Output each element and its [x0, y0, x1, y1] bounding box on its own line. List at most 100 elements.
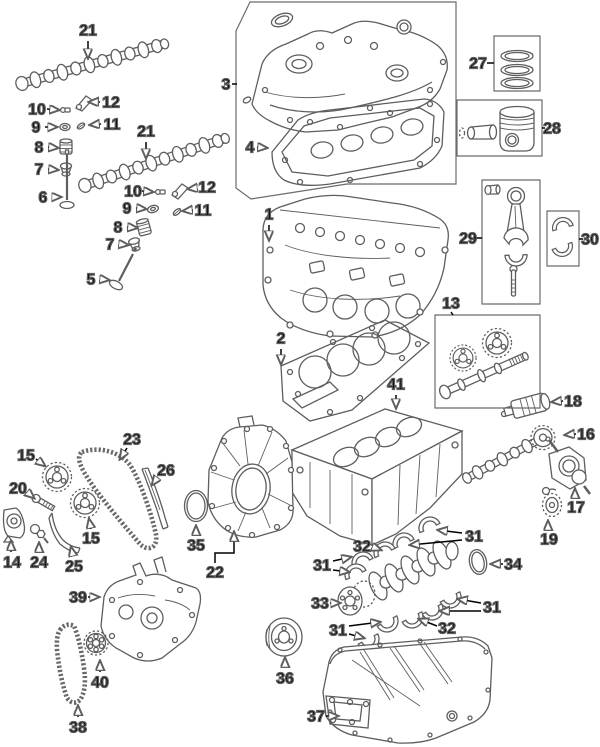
- callout-13-21[interactable]: 13: [441, 295, 460, 313]
- callout-leader-15: [36, 459, 45, 466]
- callout-9-3[interactable]: 9: [31, 119, 41, 137]
- callout-leader-9: [136, 208, 146, 209]
- callout-leader-12: [188, 188, 197, 189]
- callout-7-6[interactable]: 7: [34, 161, 44, 179]
- callout-leader-32: [373, 547, 381, 550]
- callout-33-44[interactable]: 33: [310, 595, 329, 613]
- callout-15-31[interactable]: 15: [16, 447, 35, 465]
- tensioner-bolt-drawing: [29, 523, 49, 544]
- callout-leader-15: [89, 519, 91, 529]
- callout-leader-4: [257, 147, 267, 148]
- callout-leader-10: [46, 109, 59, 110]
- callout-34-45[interactable]: 34: [503, 556, 522, 574]
- callout-19-29[interactable]: 19: [539, 531, 558, 549]
- callout-38-42[interactable]: 38: [68, 719, 87, 737]
- callout-22-39[interactable]: 22: [205, 564, 224, 582]
- callout-32-50[interactable]: 32: [437, 620, 456, 638]
- vanos-gear-intake-drawing: [41, 461, 73, 493]
- callout-leader-7: [119, 244, 128, 245]
- callout-7-14[interactable]: 7: [105, 236, 115, 254]
- callout-12-10[interactable]: 12: [197, 179, 216, 197]
- callout-39-40[interactable]: 39: [68, 589, 87, 607]
- callout-40-41[interactable]: 40: [90, 674, 109, 692]
- callout-15-33[interactable]: 15: [81, 530, 100, 548]
- callout-37-52[interactable]: 37: [306, 708, 325, 726]
- callout-1-18[interactable]: 1: [264, 206, 274, 224]
- callout-23-30[interactable]: 23: [122, 431, 141, 449]
- callout-leader-31: [458, 599, 482, 603]
- callout-2-19[interactable]: 2: [276, 330, 286, 348]
- valve-cover-drawing: [242, 12, 448, 133]
- callout-21-8[interactable]: 21: [136, 123, 155, 141]
- callout-12-2[interactable]: 12: [101, 94, 120, 112]
- callout-31-51[interactable]: 31: [328, 622, 347, 640]
- callout-21-0[interactable]: 21: [78, 22, 97, 40]
- vanos-solenoid-drawing: [500, 392, 551, 419]
- callout-35-38[interactable]: 35: [186, 537, 205, 555]
- callout-41-20[interactable]: 41: [386, 376, 405, 394]
- oil-pump-chain-drawing: [54, 622, 88, 705]
- callout-leader-31: [438, 530, 463, 533]
- valve-train-set2-drawing: [108, 183, 189, 291]
- callout-27-22[interactable]: 27: [468, 55, 487, 73]
- callout-32-46[interactable]: 32: [352, 538, 371, 556]
- callout-25-37[interactable]: 25: [64, 558, 83, 576]
- callout-leader-18: [552, 401, 564, 402]
- valve-cover-box: [235, 1, 457, 200]
- callout-leader-11: [183, 210, 193, 211]
- callout-16-27[interactable]: 16: [576, 426, 595, 444]
- crank-pulley-drawing: [265, 617, 303, 657]
- callout-leader-20: [27, 492, 34, 498]
- callout-30-25[interactable]: 30: [580, 231, 599, 249]
- callout-6-7[interactable]: 6: [38, 189, 48, 207]
- rod-bearings-drawing: [549, 214, 577, 261]
- callout-leader-32: [419, 619, 438, 626]
- callout-3-16[interactable]: 3: [221, 76, 231, 94]
- callout-4-17[interactable]: 4: [245, 139, 255, 157]
- exhaust-valve-part: [108, 247, 138, 291]
- callout-leader-25: [71, 547, 73, 556]
- vanos-gear-exhaust-drawing: [69, 487, 101, 519]
- balance-shaft-gear: [449, 344, 477, 372]
- callout-8-5[interactable]: 8: [34, 139, 44, 157]
- oil-pump-sprocket-drawing: [83, 630, 109, 656]
- callout-29-24[interactable]: 29: [458, 230, 477, 248]
- callout-18-26[interactable]: 18: [563, 393, 582, 411]
- intake-camshaft-drawing: [13, 34, 172, 94]
- camshaft-16-drawing: [461, 424, 556, 484]
- callout-leader-13: [450, 311, 454, 316]
- callout-8-13[interactable]: 8: [113, 219, 123, 237]
- callout-11-12[interactable]: 11: [194, 202, 212, 220]
- callout-leader-8: [127, 227, 137, 228]
- valve-keeper-part: [172, 208, 182, 216]
- rear-main-seal-drawing: [468, 548, 488, 576]
- callout-leader-31: [410, 540, 463, 545]
- callout-leader-31: [348, 622, 380, 626]
- callout-36-43[interactable]: 36: [275, 670, 294, 688]
- callout-26-34[interactable]: 26: [156, 462, 175, 480]
- pump-17-drawing: [545, 436, 591, 495]
- callout-9-11[interactable]: 9: [122, 200, 132, 218]
- valve-lifter-part: [135, 218, 152, 237]
- callout-28-23[interactable]: 28: [542, 120, 561, 138]
- oil-pan-drawing: [322, 636, 493, 744]
- callout-14-35[interactable]: 14: [2, 554, 21, 572]
- piston-rings-box: [493, 35, 541, 92]
- callout-5-15[interactable]: 5: [86, 271, 96, 289]
- callout-31-49[interactable]: 31: [482, 599, 501, 617]
- balance-shaft-drawing: [438, 327, 529, 400]
- callout-leader-31: [332, 570, 349, 572]
- callout-31-47[interactable]: 31: [464, 528, 483, 546]
- rod-bearings-box: [546, 210, 580, 267]
- callout-leader-5: [100, 279, 109, 280]
- callout-10-1[interactable]: 10: [27, 101, 46, 119]
- callout-17-28[interactable]: 17: [566, 499, 585, 517]
- callout-10-9[interactable]: 10: [123, 183, 142, 201]
- callout-20-32[interactable]: 20: [8, 480, 27, 498]
- callout-24-36[interactable]: 24: [29, 554, 48, 572]
- callout-leader-23: [120, 448, 127, 459]
- callout-31-48[interactable]: 31: [312, 557, 331, 575]
- balance-shaft-box: [434, 314, 541, 409]
- chain-tensioner-drawing: [2, 507, 26, 543]
- callout-11-4[interactable]: 11: [103, 116, 121, 134]
